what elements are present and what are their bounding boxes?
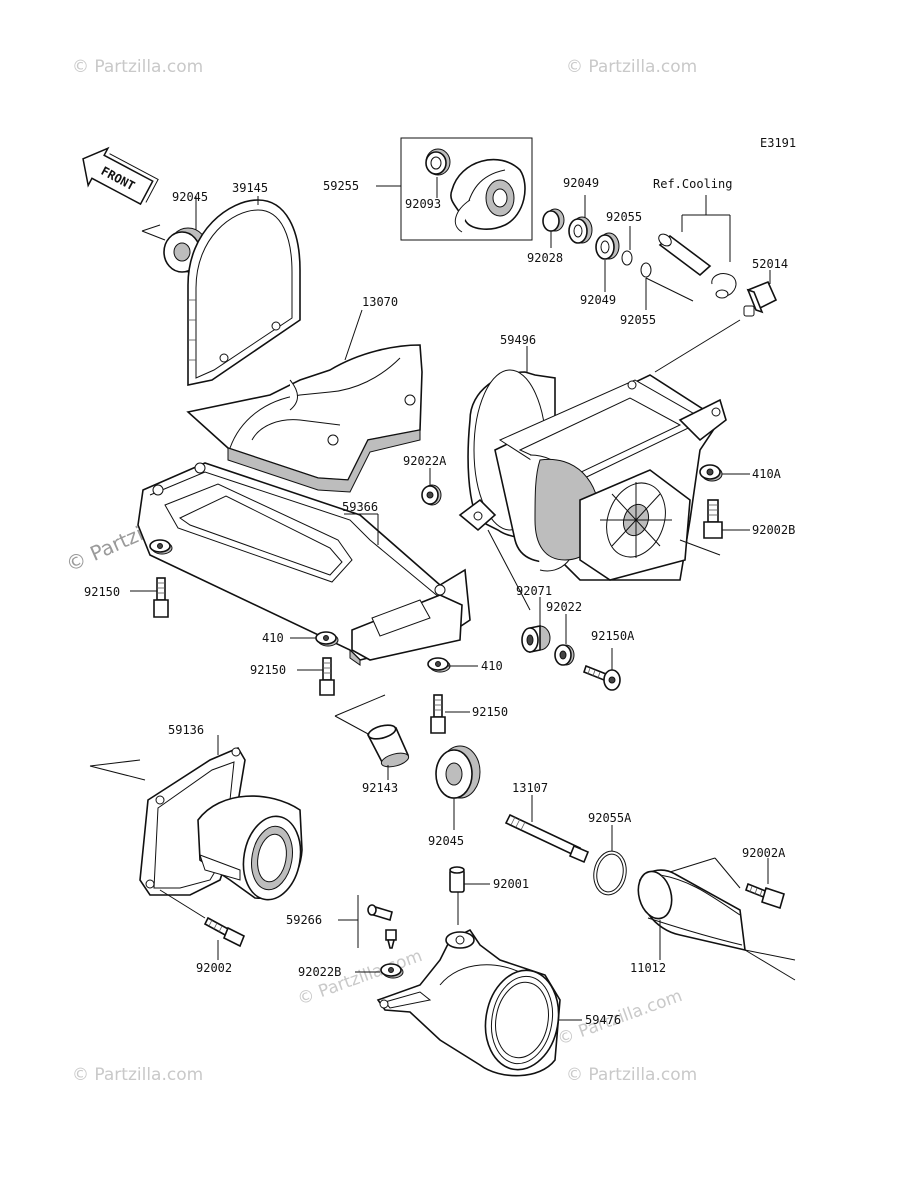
nozzle-11012 xyxy=(637,857,796,981)
label-92022B: 92022B xyxy=(298,965,341,979)
seal-group xyxy=(542,195,694,310)
label-92055-bottom: 92055 xyxy=(620,313,656,327)
label-92093: 92093 xyxy=(405,197,441,211)
label-11012: 11012 xyxy=(630,961,666,975)
washer-410-left xyxy=(290,631,339,647)
kit-59266 xyxy=(338,895,397,949)
cooling-hose-ref xyxy=(658,195,737,299)
label-92150-left: 92150 xyxy=(84,585,120,599)
label-59266: 59266 xyxy=(286,913,322,927)
leader-line xyxy=(334,715,371,736)
label-92143: 92143 xyxy=(362,781,398,795)
label-92045-lower: 92045 xyxy=(428,834,464,848)
impeller-59255 xyxy=(376,137,533,241)
label-59136: 59136 xyxy=(168,723,204,737)
label-ref-cooling: Ref.Cooling xyxy=(653,177,732,191)
washer-92022B xyxy=(355,963,404,979)
label-59255: 59255 xyxy=(323,179,359,193)
cover-13070 xyxy=(186,309,423,493)
diagram-code: E3191 xyxy=(760,136,796,150)
label-13070: 13070 xyxy=(362,295,398,309)
label-92002: 92002 xyxy=(196,961,232,975)
label-39145: 39145 xyxy=(232,181,268,195)
washer-92022 xyxy=(554,614,575,666)
housing-59136 xyxy=(89,735,303,919)
plug-92001 xyxy=(449,866,490,925)
watermark-bottom-left: © Partzilla.com xyxy=(72,1065,203,1085)
label-410-left: 410 xyxy=(262,631,284,645)
label-52014: 52014 xyxy=(752,257,788,271)
label-92049-bottom: 92049 xyxy=(580,293,616,307)
label-92022: 92022 xyxy=(546,600,582,614)
label-92028: 92028 xyxy=(527,251,563,265)
oring-92055A xyxy=(593,825,627,896)
label-13107: 13107 xyxy=(512,781,548,795)
label-92055A: 92055A xyxy=(588,811,632,825)
label-92150-right: 92150 xyxy=(472,705,508,719)
label-92001: 92001 xyxy=(493,877,529,891)
label-59476: 59476 xyxy=(585,1013,621,1027)
sleeve-92143 xyxy=(366,724,410,780)
label-410-right: 410 xyxy=(481,659,503,673)
label-92071: 92071 xyxy=(516,584,552,598)
bolt-92150A xyxy=(583,648,621,691)
label-92022A: 92022A xyxy=(403,454,447,468)
watermark-bottom-right: © Partzilla.com xyxy=(566,1065,697,1085)
bolt-92002A xyxy=(745,858,785,910)
label-92002A: 92002A xyxy=(742,846,786,860)
bolt-92150-middle xyxy=(297,657,335,696)
bearing-92045-lower xyxy=(435,745,481,830)
label-92002B: 92002B xyxy=(752,523,795,537)
label-92049-top: 92049 xyxy=(563,176,599,190)
bolt-92150-left xyxy=(130,577,169,618)
cover-39145 xyxy=(187,196,301,386)
washer-92022A xyxy=(421,468,442,506)
label-92055-top: 92055 xyxy=(606,210,642,224)
label-92150-middle: 92150 xyxy=(250,663,286,677)
label-92045-top: 92045 xyxy=(172,190,208,204)
bolt-92150-right xyxy=(430,694,470,734)
fitting-52014 xyxy=(654,270,778,373)
label-59496: 59496 xyxy=(500,333,536,347)
bolt-92002 xyxy=(203,916,246,960)
bracket-59366 xyxy=(137,462,471,666)
washer-bracket-left xyxy=(149,539,173,555)
label-59366: 59366 xyxy=(342,500,378,514)
shaft-13107 xyxy=(504,795,590,864)
label-410A: 410A xyxy=(752,467,782,481)
label-92150A: 92150A xyxy=(591,629,635,643)
watermark-top-right: © Partzilla.com xyxy=(566,57,697,77)
bushing-92071 xyxy=(521,597,551,653)
pump-housing-59496 xyxy=(458,346,727,611)
front-arrow-icon: FRONT xyxy=(82,146,159,206)
leader-line xyxy=(334,694,386,717)
washer-410-right xyxy=(427,657,478,673)
washer-410A xyxy=(699,464,750,482)
bolt-92002B xyxy=(703,499,750,539)
housing-59476 xyxy=(376,928,582,1077)
watermark-top-left: © Partzilla.com xyxy=(72,57,203,77)
